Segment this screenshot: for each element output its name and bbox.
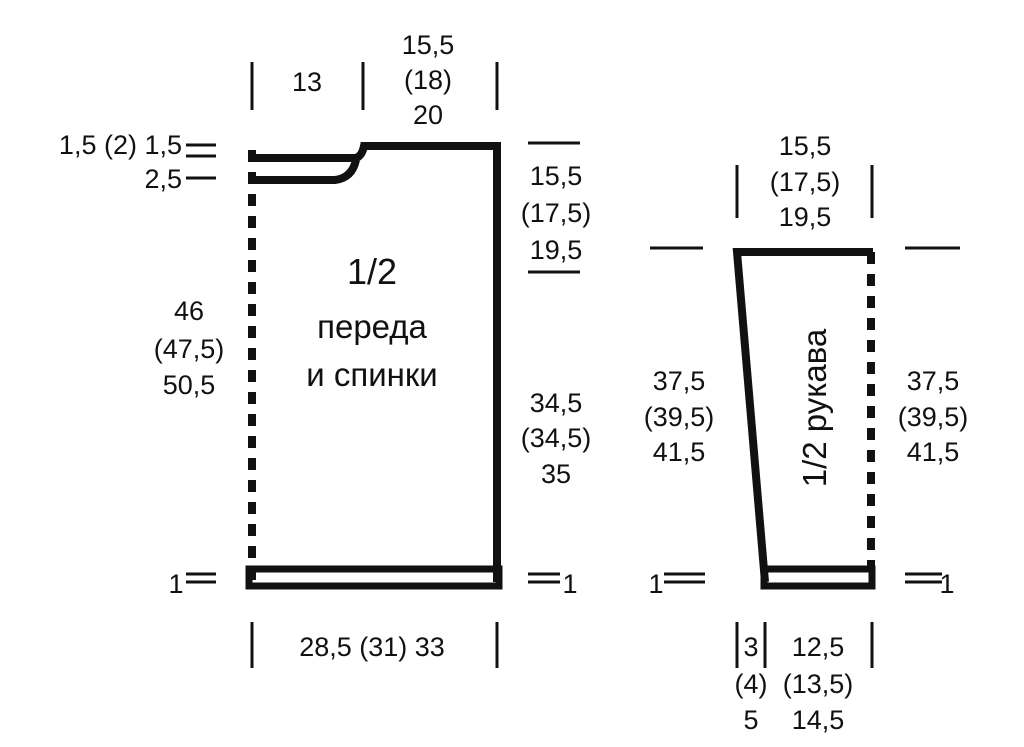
sleeve-piece	[650, 165, 960, 668]
sleeve-bottom-right-label: 14,5	[792, 705, 845, 735]
armhole-depth-label: (17,5)	[521, 198, 592, 228]
sleeve-top-width-label: 15,5	[779, 131, 832, 161]
sleeve-bottom-right-label: (13,5)	[783, 669, 854, 699]
shoulder-width-label: (18)	[404, 65, 452, 95]
side-height-label: (47,5)	[154, 334, 225, 364]
sleeve-length-label: 37,5	[653, 366, 706, 396]
sleeve-title: 1/2 рукава	[796, 328, 833, 487]
bottom-width-label: 28,5 (31) 33	[299, 632, 445, 662]
neck-drop-label: 1,5 (2) 1,5	[59, 130, 182, 160]
sleeve-length-label: (39,5)	[898, 402, 969, 432]
rib-band	[760, 565, 876, 590]
sleeve-top-width-label: (17,5)	[770, 167, 841, 197]
sleeve-bottom-left-label: 3	[743, 632, 758, 662]
sleeve-bottom-right-label: 12,5	[792, 632, 845, 662]
sleeve-bottom-left-label: (4)	[735, 669, 768, 699]
sleeve-bottom-left-label: 5	[743, 705, 758, 735]
sleeve-outline	[732, 248, 873, 583]
side-height-label: 46	[174, 296, 204, 326]
sleeve-length-label: (39,5)	[644, 402, 715, 432]
rib-height-label: 1	[939, 569, 954, 599]
rib-height-label: 1	[168, 569, 183, 599]
armhole-depth-label: 15,5	[530, 161, 583, 191]
side-seam-label: (34,5)	[521, 423, 592, 453]
rib-band	[245, 565, 503, 590]
side-seam-label: 35	[541, 459, 571, 489]
body-title: 1/2	[347, 251, 397, 292]
neckline-curve	[252, 158, 360, 184]
rib-height-label: 1	[562, 569, 577, 599]
shoulder-width-label: 15,5	[402, 30, 455, 60]
body-piece	[186, 62, 580, 668]
sleeve-length-label: 37,5	[907, 366, 960, 396]
body-outline	[252, 142, 501, 582]
sleeve-length-label: 41,5	[653, 437, 706, 467]
rib-height-label: 1	[648, 569, 663, 599]
neck-width-label: 13	[292, 67, 322, 97]
neck-drop-label: 2,5	[144, 164, 182, 194]
side-seam-label: 34,5	[530, 388, 583, 418]
body-title: и спинки	[306, 356, 438, 393]
side-height-label: 50,5	[163, 370, 216, 400]
shoulder-width-label: 20	[413, 100, 443, 130]
sleeve-top-width-label: 19,5	[779, 202, 832, 232]
sleeve-length-label: 41,5	[907, 437, 960, 467]
armhole-depth-label: 19,5	[530, 235, 583, 265]
body-title: переда	[317, 308, 427, 345]
